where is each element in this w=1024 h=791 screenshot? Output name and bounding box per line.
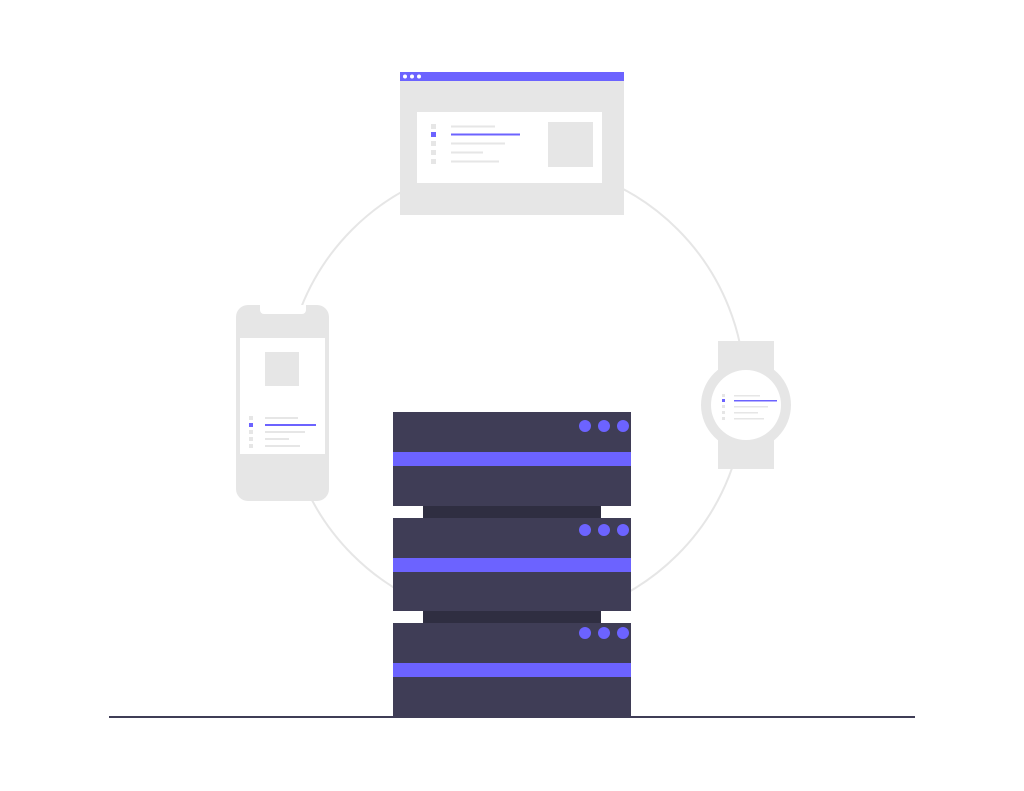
window-dot: [417, 74, 421, 79]
list-line: [451, 142, 505, 145]
phone-list: [249, 416, 316, 448]
list-line: [451, 125, 495, 128]
server-seam: [423, 611, 601, 623]
list-line: [451, 160, 499, 163]
list-bullet: [431, 159, 436, 164]
list-bullet: [249, 437, 253, 441]
server-unit: [393, 518, 631, 611]
phone-notch-top-cover: [260, 305, 306, 309]
browser-image-placeholder: [548, 122, 593, 167]
list-bullet: [431, 141, 436, 146]
list-line: [734, 406, 768, 408]
browser-list: [431, 124, 520, 164]
list-line: [734, 412, 758, 414]
status-led: [617, 627, 629, 639]
list-line: [265, 431, 305, 433]
list-bullet-active: [722, 399, 725, 402]
list-line: [265, 438, 289, 440]
watch-face: [711, 370, 781, 440]
list-line: [451, 151, 483, 154]
list-line: [734, 395, 760, 397]
status-led: [579, 524, 591, 536]
list-line-active: [734, 400, 777, 402]
list-bullet: [722, 417, 725, 420]
status-led: [617, 420, 629, 432]
list-bullet: [722, 405, 725, 408]
status-led: [617, 524, 629, 536]
status-led: [579, 420, 591, 432]
status-led: [579, 627, 591, 639]
server-unit: [393, 623, 631, 717]
list-bullet: [431, 150, 436, 155]
list-line-active: [451, 133, 520, 136]
browser-window-dots: [403, 74, 421, 79]
list-bullet: [249, 416, 253, 420]
status-led: [598, 524, 610, 536]
list-line-active: [265, 424, 316, 426]
smartphone-icon: [236, 305, 329, 501]
phone-image-placeholder: [265, 352, 299, 386]
list-bullet: [722, 411, 725, 414]
status-led: [598, 420, 610, 432]
list-bullet: [249, 430, 253, 434]
list-bullet: [722, 394, 725, 397]
watch-list: [722, 394, 777, 420]
server-seam: [423, 506, 601, 518]
server-unit: [393, 412, 631, 506]
server-rack-icon: [393, 412, 631, 717]
server-unit-stripe: [393, 452, 631, 466]
window-dot: [410, 74, 414, 79]
list-bullet: [431, 124, 436, 129]
list-line: [734, 418, 764, 420]
server-unit-stripe: [393, 558, 631, 572]
list-bullet-active: [431, 132, 436, 137]
list-bullet: [249, 444, 253, 448]
smartwatch-icon: [701, 341, 791, 469]
list-line: [265, 445, 300, 447]
browser-window-icon: [400, 72, 624, 215]
list-line: [265, 417, 298, 419]
window-dot: [403, 74, 407, 79]
list-bullet-active: [249, 423, 253, 427]
status-led: [598, 627, 610, 639]
server-unit-stripe: [393, 663, 631, 677]
browser-title-bar: [400, 72, 624, 81]
